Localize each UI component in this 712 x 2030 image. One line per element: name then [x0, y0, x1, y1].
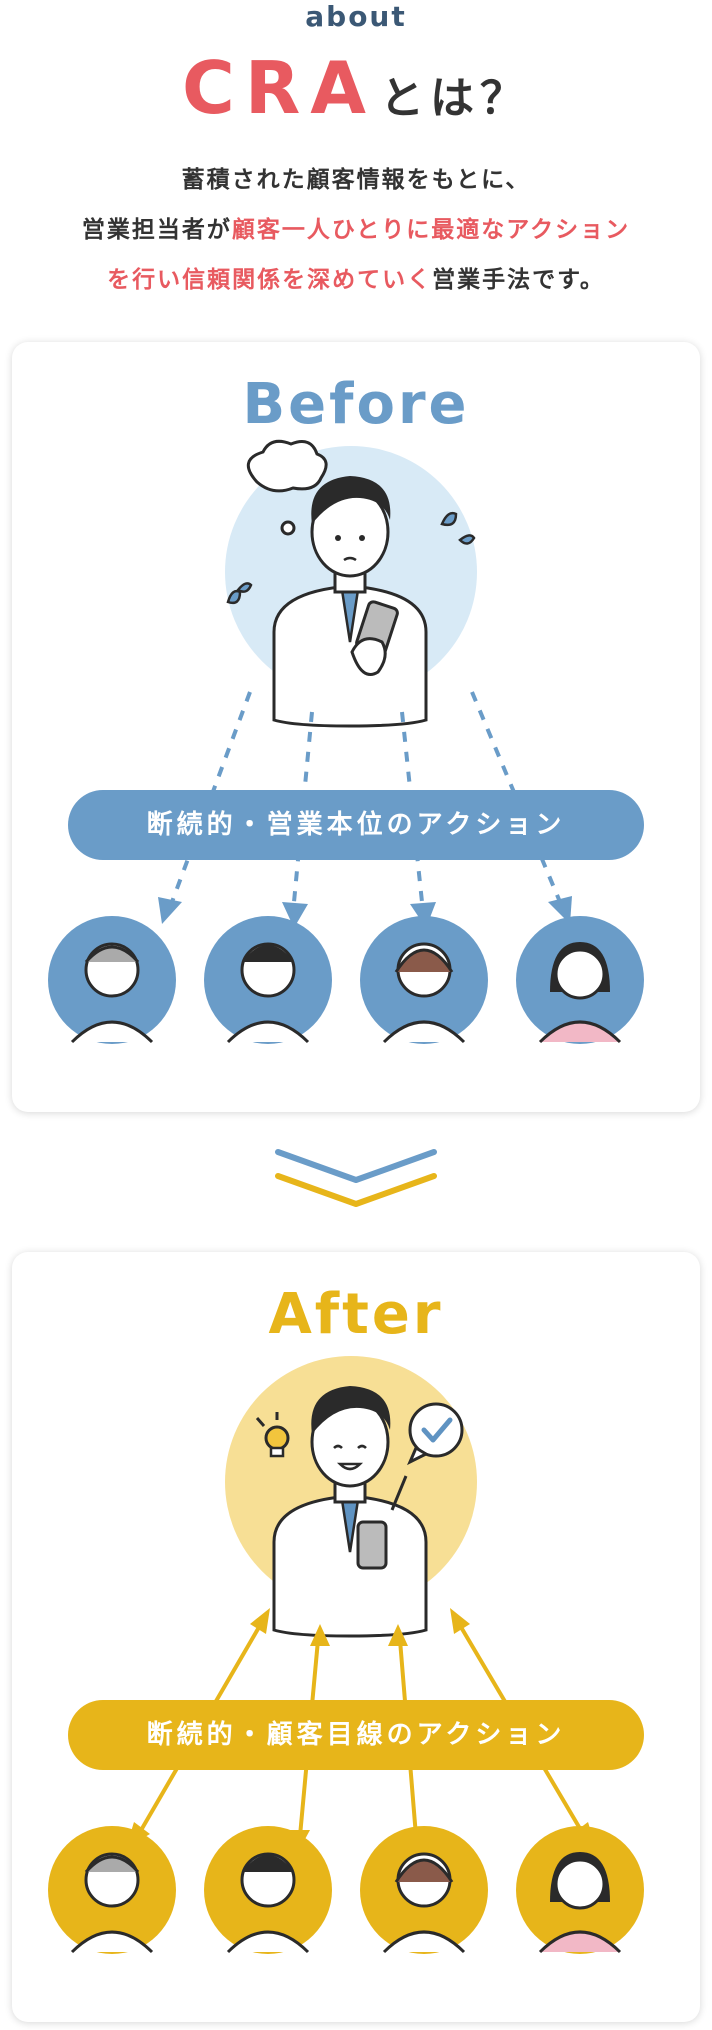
- after-customer-2: [204, 1826, 332, 1954]
- desc-line-3: を行い信頼関係を深めていく営業手法です。: [0, 255, 712, 305]
- desc-line-2-a: 営業担当者が: [81, 217, 232, 243]
- desc-line-2: 営業担当者が顧客一人ひとりに最適なアクション: [0, 205, 712, 255]
- description: 蓄積された顧客情報をもとに、 営業担当者が顧客一人ひとりに最適なアクション を行…: [0, 155, 712, 305]
- page-title: CRAとは？: [0, 46, 712, 130]
- before-action-pill: 断続的・営業本位のアクション: [68, 790, 644, 860]
- after-illustration: [48, 1356, 644, 1954]
- after-customer-4: [516, 1826, 644, 1954]
- before-arrowheads: [158, 896, 572, 928]
- about-label: about: [305, 0, 407, 33]
- title-accent: CRA: [181, 46, 376, 130]
- desc-line-3-b: 営業手法です。: [432, 267, 605, 293]
- salesperson-confident: [225, 1356, 477, 1638]
- before-illustration: [48, 439, 644, 1044]
- after-action-pill: 断続的・顧客目線のアクション: [68, 1700, 644, 1770]
- after-customer-3: [360, 1826, 488, 1954]
- before-customer-3: [360, 916, 488, 1044]
- desc-line-2-b: 顧客一人ひとりに最適なアクション: [231, 217, 631, 243]
- before-customer-2: [204, 916, 332, 1044]
- desc-line-1: 蓄積された顧客情報をもとに、: [181, 167, 531, 193]
- title-rest: とは？: [380, 73, 530, 124]
- before-card: Before: [12, 342, 700, 1112]
- after-card: After: [12, 1252, 700, 2022]
- lightbulb-icon: [255, 1412, 290, 1458]
- desc-line-3-a: を行い信頼関係を深めていく: [107, 267, 433, 293]
- double-chevron-down-icon: [275, 1149, 437, 1207]
- before-arrows: [170, 691, 562, 903]
- after-title: After: [268, 1282, 444, 1347]
- before-title: Before: [242, 372, 470, 437]
- salesperson-worried: [225, 439, 477, 728]
- after-customer-1: [48, 1826, 176, 1954]
- before-customer-4: [516, 916, 644, 1044]
- check-bubble-icon: [407, 1402, 464, 1466]
- before-customer-1: [48, 916, 176, 1044]
